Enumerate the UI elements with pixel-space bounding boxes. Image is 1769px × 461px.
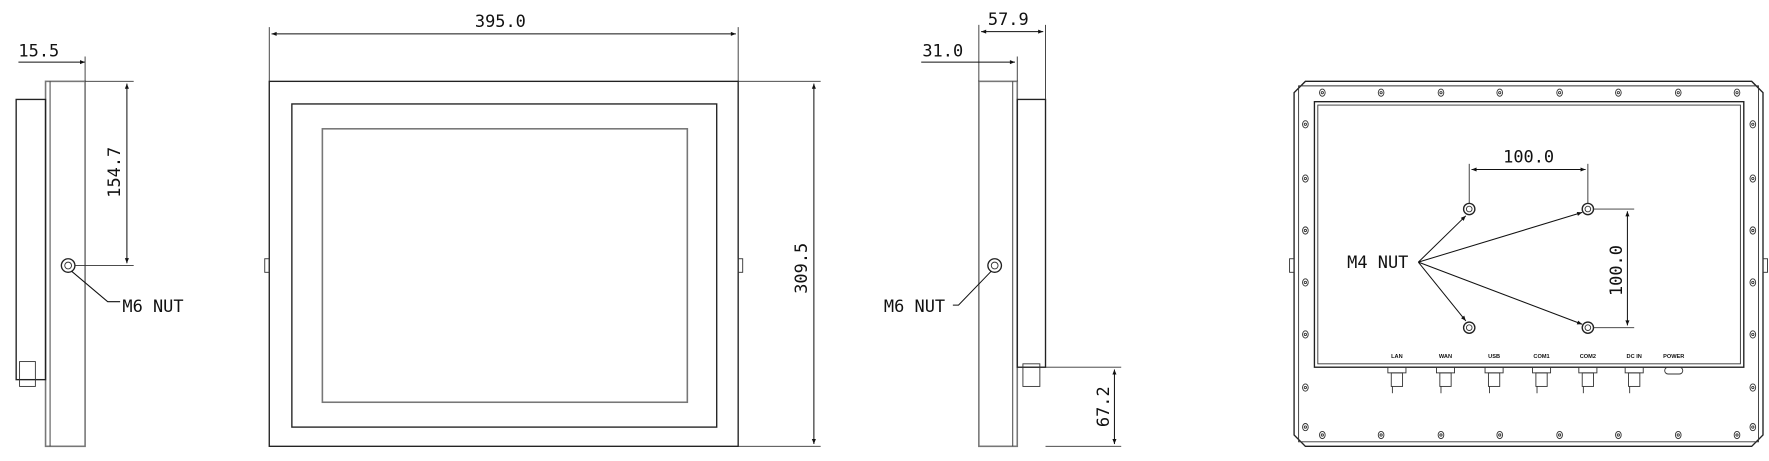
screw-icon <box>1556 430 1563 440</box>
screw-icon <box>1674 88 1682 97</box>
vesa-horizontal-label: 100.0 <box>1503 147 1554 167</box>
screw-icon <box>1749 383 1757 392</box>
screw-icon <box>1496 88 1504 97</box>
connector-label: LAN <box>1391 354 1403 360</box>
screw-icon <box>1302 174 1309 183</box>
screw-icon <box>1302 120 1309 129</box>
screw-icon <box>1302 278 1309 287</box>
vesa-vertical-label: 100.0 <box>1606 245 1626 296</box>
screw-icon <box>1377 88 1385 97</box>
screw-icon <box>1302 330 1309 339</box>
screw-icon <box>1733 88 1741 97</box>
vesa-nut-icon <box>1462 202 1595 334</box>
connector-icon <box>19 361 36 387</box>
m6-nut-label: M6 NUT <box>122 296 183 316</box>
screw-icon <box>1302 423 1309 432</box>
screw-icon <box>1733 430 1741 440</box>
dim-width-label: 395.0 <box>475 11 526 31</box>
m6-nut-icon <box>60 258 76 273</box>
m6-nut-label: M6 NUT <box>884 296 945 316</box>
left-side-view: 15.5 154.7 M6 NUT <box>15 40 184 448</box>
screw-icon <box>1749 423 1757 432</box>
connector-wan: WAN <box>1436 354 1455 394</box>
screw-icon <box>1674 430 1682 440</box>
front-view: 395.0 309.5 <box>264 11 821 447</box>
dim-depth-label: 15.5 <box>18 40 59 60</box>
connector-com2: COM2 <box>1578 354 1598 394</box>
screw-icon <box>1615 88 1622 97</box>
connector-dc-in: DC IN <box>1624 354 1644 394</box>
screw-icon <box>1749 226 1757 235</box>
screw-icon <box>1496 430 1504 440</box>
screw-icon <box>1749 278 1757 287</box>
screw-icon <box>1437 430 1445 440</box>
screw-icon <box>1319 430 1326 440</box>
screw-icon <box>1749 330 1757 339</box>
right-side-view: 57.9 31.0 M6 NUT 67.2 <box>884 9 1122 448</box>
screen <box>321 128 689 404</box>
connector-label: DC IN <box>1627 354 1642 360</box>
screw-icon <box>1749 120 1757 129</box>
screw-icon <box>1319 88 1326 97</box>
screw-icon <box>1615 430 1622 440</box>
connector-icon <box>1022 363 1041 387</box>
connector-label: USB <box>1488 354 1500 360</box>
dim-total-depth-label: 57.9 <box>988 9 1029 29</box>
screw-icon <box>1556 88 1563 97</box>
connector-lan: LAN <box>1387 354 1407 394</box>
connector-label: POWER <box>1663 354 1684 360</box>
connector-label: COM1 <box>1533 354 1549 360</box>
connector-label: COM2 <box>1580 354 1596 360</box>
connector-usb: USB <box>1484 354 1504 394</box>
dim-panel-depth-label: 31.0 <box>922 40 963 60</box>
dim-connector-label: 67.2 <box>1093 386 1113 427</box>
connector-power: POWER <box>1663 354 1684 375</box>
connector-label: WAN <box>1439 354 1452 360</box>
screw-icon <box>1302 383 1309 392</box>
dim-nut-height-label: 154.7 <box>104 147 124 198</box>
screw-icon <box>1377 430 1385 440</box>
dim-height-label: 309.5 <box>791 243 811 294</box>
screw-icon <box>1302 226 1309 235</box>
m4-nut-label: M4 NUT <box>1347 252 1408 272</box>
screw-icon <box>1749 174 1757 183</box>
connector-com1: COM1 <box>1532 354 1552 394</box>
m6-nut-icon <box>987 258 1003 273</box>
screw-icon <box>1437 88 1445 97</box>
